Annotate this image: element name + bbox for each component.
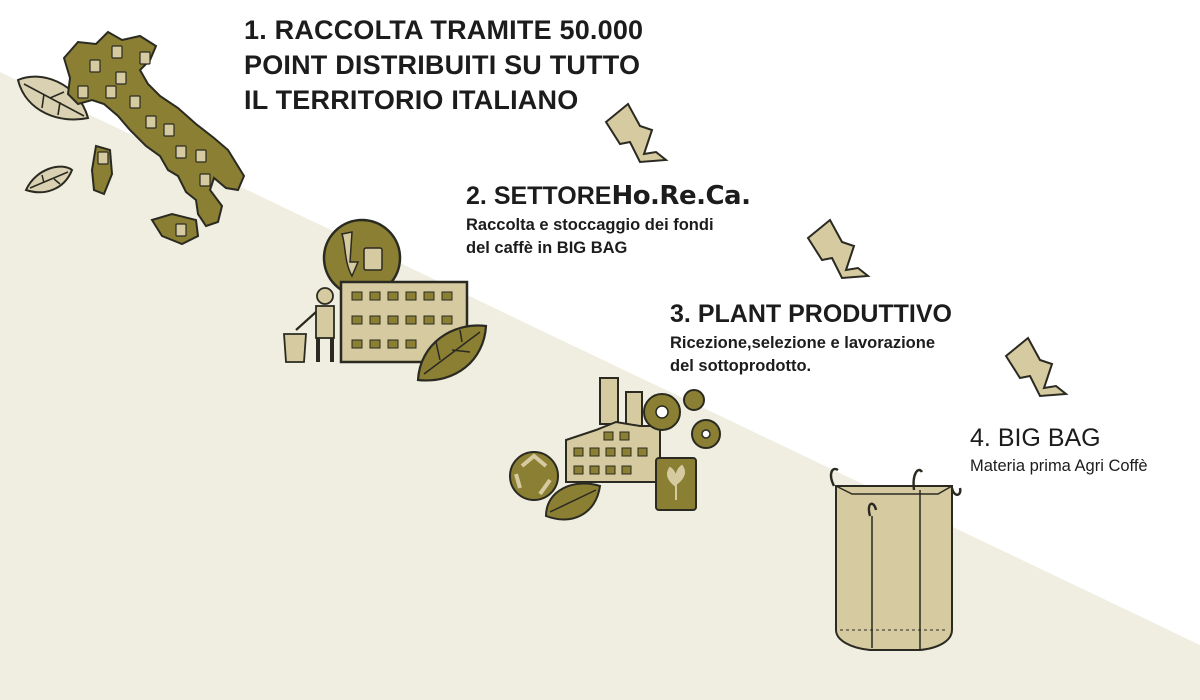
step-4-block: 4. BIG BAG Materia prima Agri Coffè — [970, 423, 1148, 478]
step-4-description-line-1: Materia prima Agri Coffè — [970, 457, 1148, 475]
italy-map-icon — [62, 30, 246, 246]
step-2-description-line-1: Raccolta e stoccaggio dei fondi — [466, 216, 714, 234]
horeca-brand-label: Ho.Re.Ca. — [611, 181, 751, 211]
arrow-down-icon — [806, 218, 871, 280]
arrow-down-icon — [1004, 336, 1069, 398]
step-2-number: 2. — [466, 182, 487, 210]
big-bag-icon — [829, 467, 962, 651]
building-recycle-icon — [283, 218, 488, 382]
step-1-title-line-1: RACCOLTA TRAMITE 50.000 — [274, 15, 644, 45]
step-3-title: 3. PLANT PRODUTTIVO — [670, 299, 952, 329]
step-2-title-text: SETTORE — [493, 182, 612, 210]
step-2-description-line-2: del caffè in BIG BAG — [466, 239, 628, 257]
step-1-title-line-3: IL TERRITORIO ITALIANO — [244, 85, 579, 115]
step-1-number: 1. — [244, 15, 267, 45]
step-1-title-line-2: POINT DISTRIBUITI SU TUTTO — [244, 50, 641, 80]
leaf-icon — [16, 75, 90, 121]
step-2-title: 2. SETTOREHo.Re.Ca. — [466, 181, 751, 211]
step-3-description-line-1: Ricezione,selezione e lavorazione — [670, 334, 936, 352]
step-4-number: 4. — [970, 424, 991, 452]
step-4-title-text: BIG BAG — [997, 424, 1101, 452]
factory-icon — [509, 377, 721, 521]
step-1-title: 1. RACCOLTA TRAMITE 50.000 POINT DISTRIB… — [244, 13, 643, 118]
step-3-number: 3. — [670, 300, 691, 328]
step-4-title: 4. BIG BAG — [970, 423, 1148, 453]
leaf-icon — [24, 165, 74, 194]
step-3-title-text: PLANT PRODUTTIVO — [697, 300, 952, 328]
arrow-down-icon — [604, 102, 669, 164]
step-3-block: 3. PLANT PRODUTTIVO Ricezione,selezione … — [670, 299, 952, 378]
step-3-description-line-2: del sottoprodotto. — [670, 357, 812, 375]
step-2-block: 2. SETTOREHo.Re.Ca. Raccolta e stoccaggi… — [466, 181, 751, 260]
